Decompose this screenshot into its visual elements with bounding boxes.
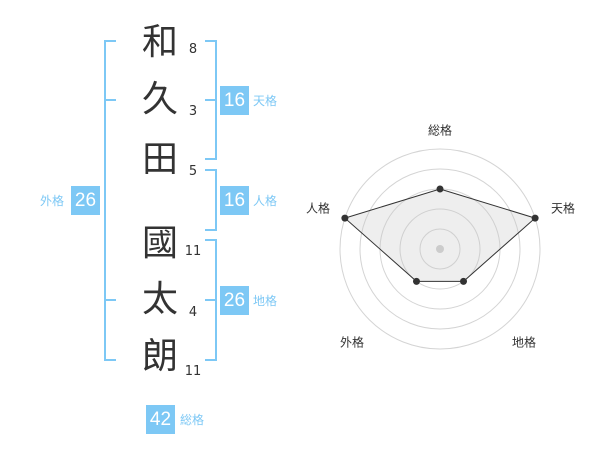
- stroke-count: 5: [188, 164, 198, 179]
- radar-point: [436, 185, 444, 193]
- radar-center: [436, 245, 444, 253]
- radar-point: [412, 277, 420, 285]
- gaikaku-value: 26: [71, 186, 100, 215]
- radar-axis-label: 外格: [339, 335, 365, 350]
- radar-ring: [399, 208, 481, 290]
- name-char: 和: [141, 22, 178, 63]
- soukaku-value: 42: [146, 405, 175, 434]
- radar-axis-label: 天格: [550, 201, 576, 216]
- name-char: 久: [141, 79, 178, 120]
- stroke-count: 11: [184, 364, 202, 379]
- radar-axis-label: 総格: [427, 123, 453, 138]
- jinkaku-label: 人格: [253, 194, 278, 208]
- radar-axis-label: 人格: [305, 201, 331, 216]
- stroke-count: 4: [188, 305, 198, 320]
- radar-ring: [419, 228, 461, 270]
- chikaku-label: 地格: [253, 294, 278, 308]
- name-char: 太: [141, 279, 178, 320]
- jinkaku-value: 16: [220, 186, 249, 215]
- name-char: 朗: [141, 336, 178, 377]
- radar-area: [343, 188, 537, 282]
- radar-point: [341, 214, 349, 222]
- radar-point: [531, 214, 539, 222]
- stroke-count: 3: [188, 104, 198, 119]
- tenkaku-value: 16: [220, 86, 249, 115]
- chikaku-value: 26: [220, 286, 249, 315]
- stroke-count: 8: [188, 42, 198, 57]
- name-char: 國: [141, 223, 178, 264]
- name-char: 田: [141, 139, 178, 180]
- gaikaku-label: 外格: [40, 194, 65, 208]
- soukaku-label: 総格: [180, 413, 205, 427]
- radar-point: [460, 277, 468, 285]
- tenkaku-label: 天格: [253, 94, 278, 108]
- stroke-count: 11: [184, 244, 202, 259]
- radar-ring: [339, 148, 541, 350]
- radar-axis-label: 地格: [511, 335, 537, 350]
- radar-ring: [359, 168, 521, 330]
